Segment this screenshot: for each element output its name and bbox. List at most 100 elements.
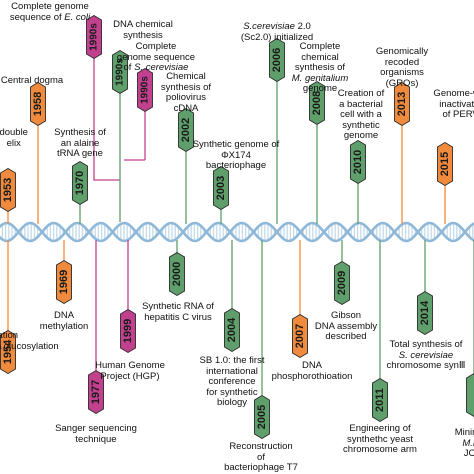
year-badge	[86, 14, 102, 60]
event-label-line: for synthetic	[206, 386, 258, 398]
event-e1990c: 1990s	[124, 67, 153, 161]
event-e1954: 1954	[0, 240, 16, 375]
event-label-line: genome	[302, 83, 338, 94]
event-label-line: Human Genome	[95, 360, 165, 371]
event-label-line: cDNA	[173, 102, 199, 114]
event-label-line: synthesis of	[294, 62, 346, 73]
year-badge	[112, 49, 128, 95]
year-text: 1999	[122, 319, 134, 343]
year-text: 2007	[294, 324, 306, 348]
event-label-line: phosphorothioation	[271, 370, 353, 382]
event-label-line: Synthesis of	[54, 127, 106, 138]
year-badge	[292, 313, 308, 359]
event-e2003: 2003	[213, 165, 229, 224]
event-label-line: synthesis	[123, 29, 163, 41]
event-label-line: (Sc2.0) initialized	[240, 31, 314, 43]
event-label-line: lation	[0, 330, 19, 341]
event-label-line: Sanger sequencing	[55, 423, 137, 434]
year-text: 1977	[90, 380, 102, 404]
event-label-line: poliovirus	[165, 92, 207, 103]
event-label-line: genome sequence	[116, 51, 196, 63]
year-text: 1953	[2, 178, 14, 202]
event-label-line: bacteriophage T7	[224, 462, 298, 473]
event-label-line: synthethc yeast	[346, 433, 414, 445]
event-label-line: hepatitis C virus	[144, 311, 212, 323]
event-label-line: synthesis of	[160, 81, 212, 93]
event-e1977: 1977	[88, 240, 104, 415]
year-badge	[0, 329, 16, 375]
event-label-line: DNA chemical	[113, 19, 173, 30]
event-label-line: Total synthesis of	[389, 339, 463, 350]
year-badge	[88, 369, 104, 415]
event-label-line: an alaine	[60, 137, 100, 149]
connector-line	[93, 58, 120, 181]
event-label-e2006: S.cerevisiae 2.0(Sc2.0) initialized	[240, 21, 314, 43]
event-label-line: A glucosylation	[0, 340, 59, 352]
event-e2015: 2015	[437, 141, 453, 224]
event-e1953: 1953	[0, 167, 16, 224]
event-e2005: 2005	[254, 240, 270, 440]
year-text: 1990s	[115, 58, 126, 86]
event-e2016	[466, 240, 474, 418]
year-text: 2013	[396, 92, 408, 116]
event-label-line: chromosome synⅢ	[386, 360, 466, 371]
year-text: 2003	[215, 176, 227, 200]
year-badge	[372, 377, 388, 423]
year-badge	[437, 141, 453, 187]
event-label-line: Genome-wide	[433, 88, 474, 99]
event-e1970: 1970	[72, 160, 88, 224]
year-text: 1969	[58, 270, 70, 294]
event-label-line: synthetic	[342, 119, 380, 131]
event-e2007: 2007	[292, 240, 308, 359]
year-text: 2008	[311, 91, 323, 115]
event-e2011: 2011	[372, 240, 388, 423]
event-label-line: of PERVs	[442, 109, 474, 120]
year-badge	[334, 260, 350, 306]
event-e2009: 2009	[334, 240, 350, 306]
event-label-line: Genomically	[375, 46, 429, 57]
event-label-line: Synthetic genome of	[192, 139, 280, 150]
event-label-line: of S. cerevisiae	[123, 62, 189, 73]
event-label-line: organisms	[380, 67, 424, 78]
event-e2010: 2010	[350, 139, 366, 224]
year-text: 2011	[374, 388, 386, 412]
event-e2013: 2013	[394, 81, 410, 224]
year-text: 2000	[171, 262, 183, 286]
event-e2000: 2000	[169, 240, 185, 297]
event-e2002: 2002	[178, 107, 194, 224]
event-label-line: Minimum	[454, 427, 474, 438]
year-badge	[309, 80, 325, 126]
event-label-line: elix	[6, 137, 21, 149]
event-e1990a: 1990s	[86, 14, 120, 181]
event-label-line: recoded	[384, 56, 420, 68]
year-badge	[417, 290, 433, 336]
year-text: 1990s	[89, 23, 100, 51]
event-e1990b: 1990s	[112, 49, 128, 222]
event-e2014: 2014	[417, 240, 433, 336]
event-label-line: chromosome arm	[343, 444, 417, 455]
year-badge	[120, 308, 136, 354]
event-label-line: bacteriophage	[205, 160, 267, 171]
event-label-line: M. genitalium	[291, 72, 349, 84]
year-badge	[350, 139, 366, 185]
event-label-line: methylation	[39, 320, 89, 332]
event-label-line: S.cerevisiae 2.0	[243, 21, 311, 32]
event-label-line: DNA	[301, 360, 323, 371]
event-label-line: double	[0, 127, 28, 138]
event-label-line: described	[325, 331, 367, 342]
event-label-line: inactivation	[439, 98, 474, 110]
event-label-line: Complete	[135, 41, 177, 52]
